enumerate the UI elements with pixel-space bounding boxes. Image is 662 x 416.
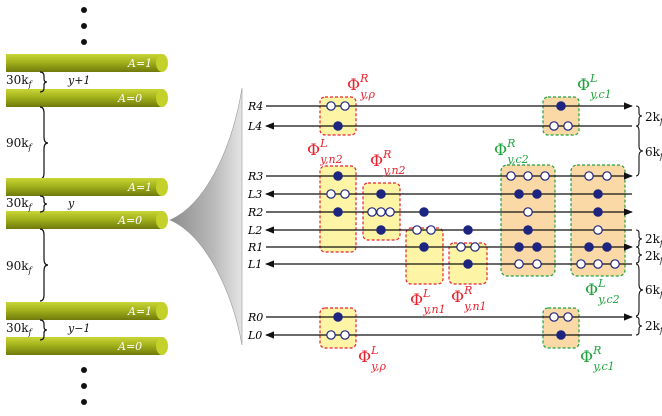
wire-bottom: A=0: [6, 89, 168, 107]
wire-group-y: A=1 A=0 y 30kf: [6, 178, 168, 229]
dots: [326, 101, 620, 340]
wire-label-a1: A=1: [127, 57, 152, 70]
svg-text:A=0: A=0: [117, 214, 142, 227]
box-phi-r-y-c1: [542, 307, 580, 349]
wire-top: A=1: [6, 54, 168, 72]
gap-labels: 2kf 6kf 2kf 2kf 6kf 2kf: [645, 110, 662, 335]
spacing-90k-label: 90k: [6, 136, 29, 150]
svg-text:A=1: A=1: [127, 305, 152, 318]
spacing-brace-90k-lower: 90kf: [6, 228, 49, 302]
channel-label: R1: [247, 241, 263, 254]
gap-label: 2kf: [645, 319, 662, 335]
svg-text:A=1: A=1: [127, 181, 152, 194]
svg-text:A=0: A=0: [117, 340, 142, 353]
wire-top: A=1: [6, 302, 168, 320]
svg-text:30kf: 30kf: [6, 321, 34, 337]
wire-group-y-plus-1: A=1 A=0 y+1 30kf: [6, 54, 168, 107]
ellipsis-top: [81, 7, 87, 45]
gap-braces: [635, 105, 644, 336]
gap-label: 2kf: [645, 110, 662, 126]
channel-label: L0: [247, 329, 262, 342]
spacing-brace-90k-upper: 90kf: [6, 106, 49, 180]
spacing-subscript: f: [28, 80, 34, 89]
wire-bottom: A=0: [6, 211, 168, 229]
channel-label: L2: [247, 224, 262, 237]
gap-label: 6kf: [645, 145, 662, 161]
channel-label: L4: [247, 120, 262, 133]
channel-label: L1: [247, 258, 262, 271]
channel-label: R0: [247, 311, 263, 324]
spacing-30k-label: 30k: [6, 73, 29, 87]
wire-index-label: y−1: [67, 322, 90, 335]
wire-group-y-minus-1: A=1 A=0 y−1 30kf: [6, 302, 168, 355]
wire-label-a0: A=0: [117, 92, 142, 105]
zoom-cone: [169, 87, 243, 346]
wire-index-label: y+1: [67, 74, 90, 87]
svg-text:30kf: 30kf: [6, 196, 34, 212]
svg-text:30kf: 30kf: [6, 73, 34, 89]
wire-top: A=1: [6, 178, 168, 196]
svg-text:90kf: 90kf: [6, 136, 34, 152]
channel-labels: R4 L4 R3 L3 R2 L2 R1 L1 R0 L0: [247, 100, 263, 342]
channel-label: R4: [247, 100, 263, 113]
wire-index-label: y: [67, 197, 75, 210]
gap-label: 2kf: [645, 232, 662, 248]
gap-label: 6kf: [645, 283, 662, 299]
channel-label: R3: [247, 170, 263, 183]
box-phi-l-y-n1: [405, 227, 444, 285]
channel-label: L3: [247, 188, 262, 201]
wire-bottom: A=0: [6, 337, 168, 355]
gap-label: 2kf: [645, 249, 662, 265]
svg-text:90kf: 90kf: [6, 259, 34, 275]
channel-label: R2: [247, 206, 263, 219]
box-phi-r-y-c2: [500, 164, 556, 277]
ellipsis-bottom: [81, 367, 87, 405]
